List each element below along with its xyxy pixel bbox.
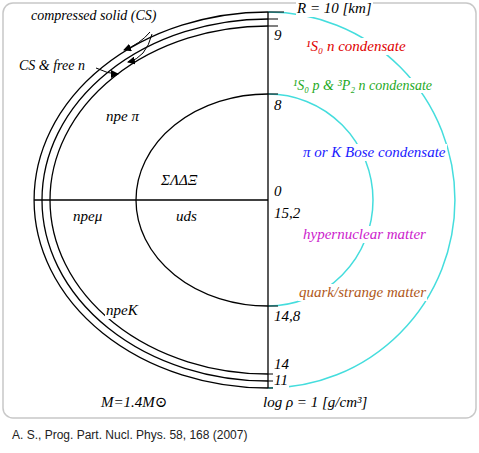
phase-label: hypernuclear matter <box>302 226 427 243</box>
composition-label: npeμ <box>72 208 103 225</box>
density-unit: log ρ = 1 [g/cm³] <box>262 394 368 411</box>
leader-arrow <box>96 68 118 74</box>
density-inner-arc <box>268 94 373 306</box>
composition-label: ΣΛΔΞ <box>160 172 198 189</box>
density-value: 11 <box>273 372 289 389</box>
density-value: 14,8 <box>273 308 301 325</box>
composition-label: npe π <box>105 108 140 125</box>
region-label: CS & free n <box>18 58 86 73</box>
horizontal-axis <box>34 199 268 200</box>
leader-arrow <box>128 34 152 62</box>
density-value: 14 <box>273 356 290 373</box>
phase-label: ¹S₀ p & ³P₂ n condensate <box>292 78 433 93</box>
composition-label: npeK <box>105 302 139 319</box>
leader-arrow <box>124 32 150 50</box>
panel-frame <box>3 3 476 418</box>
density-value: 0 <box>273 183 283 200</box>
tick <box>268 19 278 20</box>
tick <box>268 12 284 13</box>
density-outer-arc <box>268 12 455 388</box>
mass-label: M=1.4M⊙ <box>100 394 168 411</box>
density-value: 15,2 <box>273 205 301 222</box>
tick <box>268 306 278 307</box>
composition-label: uds <box>175 208 198 225</box>
phase-label: π or K Bose condensate <box>302 144 447 161</box>
citation-caption: A. S., Prog. Part. Nucl. Phys. 58, 168 (… <box>12 428 247 442</box>
phase-label: ¹S₀ n condensate <box>305 38 407 55</box>
radius-label: R = 10 [km] <box>296 0 373 17</box>
density-value: 9 <box>273 27 283 44</box>
tick <box>268 94 278 95</box>
region-label: compressed solid (CS) <box>30 8 157 23</box>
phase-label: quark/strange matter <box>298 284 427 301</box>
density-value: 8 <box>273 97 283 114</box>
